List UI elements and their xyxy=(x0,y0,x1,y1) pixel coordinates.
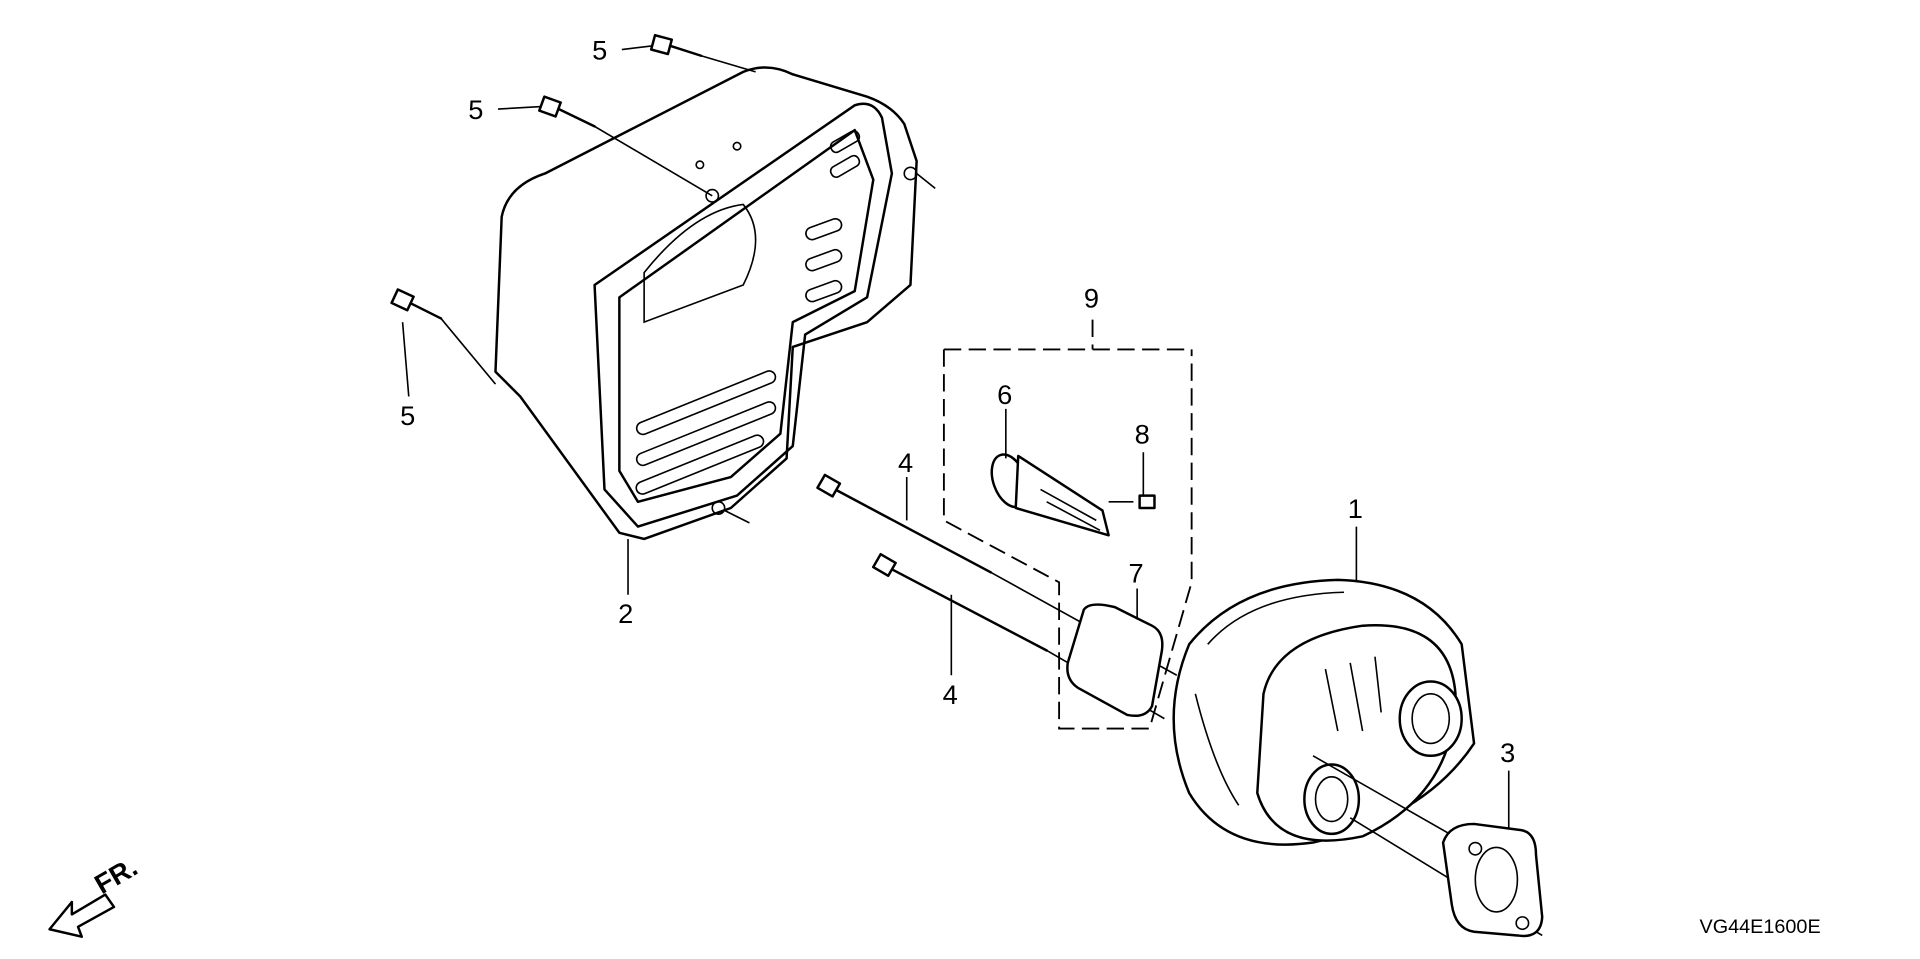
callout-3: 3 xyxy=(1500,737,1515,768)
leader-line xyxy=(724,172,936,524)
callout-1: 1 xyxy=(1348,493,1363,524)
callout-7: 7 xyxy=(1128,557,1143,588)
callout-5b: 5 xyxy=(468,94,483,125)
callout-8: 8 xyxy=(1135,419,1150,450)
callout-4b: 4 xyxy=(943,679,958,710)
arrester-gasket xyxy=(1066,603,1164,718)
front-arrow-label: FR. xyxy=(89,851,143,900)
spark-arrester xyxy=(990,453,1110,537)
flange-bolt-5b xyxy=(538,95,713,197)
flange-bolt-5a xyxy=(649,33,756,73)
diagram-code: VG44E1600E xyxy=(1700,916,1821,938)
muffler-protector xyxy=(494,66,918,541)
callout-5c: 5 xyxy=(400,400,415,431)
muffler xyxy=(1172,578,1476,846)
callout-2: 2 xyxy=(618,598,633,629)
callout-5a: 5 xyxy=(592,34,607,65)
slots xyxy=(635,130,861,495)
front-direction-arrow: FR. xyxy=(48,851,143,938)
muffler-gasket xyxy=(1441,822,1544,938)
callout-6: 6 xyxy=(997,379,1012,410)
screw-8 xyxy=(1138,494,1156,510)
flange-bolt-5c xyxy=(390,288,497,385)
callout-4a: 4 xyxy=(898,447,913,478)
callout-9: 9 xyxy=(1084,282,1099,313)
callout-leaders xyxy=(401,45,1510,828)
